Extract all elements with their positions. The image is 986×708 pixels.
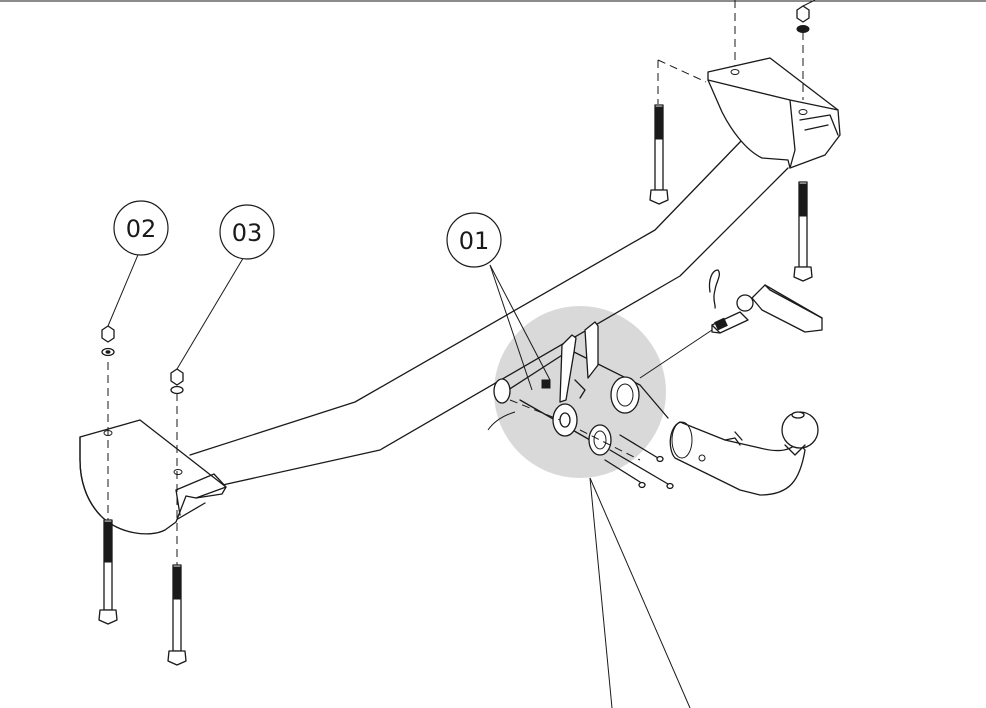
leader-01-b — [489, 264, 551, 381]
bolt-right-2 — [793, 181, 813, 282]
bolt-left-1 — [98, 519, 118, 625]
callout-label-01: 01 — [459, 227, 490, 255]
detail-leader-left — [589, 477, 613, 708]
tow-ball — [781, 411, 819, 456]
mounting-flange — [552, 403, 578, 437]
receiver-assembly — [487, 321, 669, 441]
detail-highlight — [494, 306, 666, 478]
locking-lever — [639, 284, 823, 379]
callout-01: 01 — [446, 212, 502, 268]
screw-lower — [604, 459, 646, 489]
leader-02 — [107, 249, 141, 327]
callout-03: 03 — [219, 204, 275, 260]
bolt-left-2 — [167, 564, 187, 666]
sleeve — [588, 424, 612, 456]
nut-washer-02 — [101, 325, 115, 357]
leader-03 — [176, 254, 246, 370]
crossbar-beam — [175, 139, 789, 521]
detail-leader-right — [589, 477, 691, 708]
detail-dash-2 — [579, 429, 641, 461]
leader-01-a — [489, 264, 533, 391]
alignment-line-right-1 — [657, 59, 707, 83]
screw-middle — [609, 449, 674, 490]
leader-top-right — [802, 0, 816, 7]
right-mounting-bracket — [707, 57, 841, 169]
nut-washer-03 — [170, 368, 184, 395]
left-mounting-bracket — [79, 419, 227, 535]
callout-label-02: 02 — [126, 215, 157, 243]
nut-washer-top-right — [796, 5, 810, 33]
callout-02: 02 — [113, 200, 169, 256]
bolt-right-1 — [649, 104, 669, 205]
detail-dash-1 — [509, 399, 561, 421]
screw-upper — [619, 434, 664, 463]
spring-clip — [708, 269, 721, 309]
callout-label-03: 03 — [232, 219, 263, 247]
tow-ball-neck — [669, 421, 806, 496]
